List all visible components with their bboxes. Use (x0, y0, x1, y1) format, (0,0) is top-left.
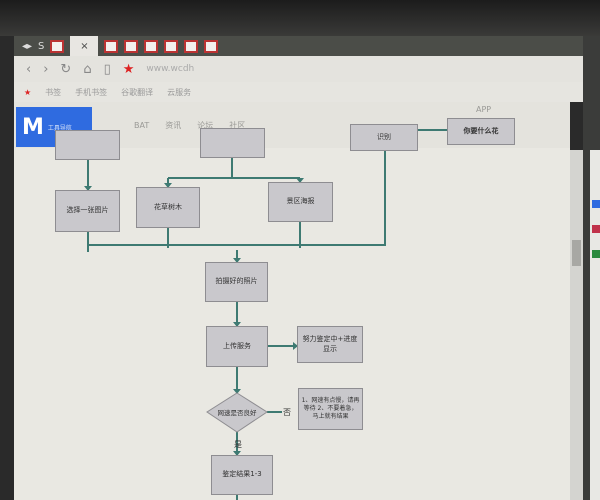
url-field[interactable]: www.wcdh (146, 64, 195, 74)
flow-box-taken-photo: 拍摄好的照片 (205, 262, 268, 302)
yes-label: 是 (234, 440, 242, 449)
bookmarks-bar: ★ 书签 手机书签 谷歌翻译 云服务 (14, 82, 584, 102)
flow-box-top-left (55, 130, 120, 160)
bookmark-item[interactable]: 书签 (45, 87, 62, 97)
side-icon (592, 250, 600, 258)
flow-box-identify: 识别 (350, 124, 418, 151)
favorite-star-icon[interactable]: ★ (122, 61, 135, 77)
refresh-tab-icon[interactable]: S (38, 40, 45, 52)
side-icon (592, 225, 600, 233)
flow-box-slow-note: 1、网速有点慢，请再等待 2、不要着急，马上就有结果 (298, 388, 363, 430)
nav-item-app[interactable]: APP (476, 105, 492, 114)
bookmark-item[interactable]: 手机书签 (75, 87, 108, 97)
reload-icon[interactable]: ↻ (60, 61, 72, 77)
vertical-scrollbar[interactable] (570, 150, 583, 500)
active-tab[interactable]: × (70, 36, 99, 56)
browser-tab[interactable] (184, 39, 199, 53)
flow-box-flowers: 花草树木 (136, 187, 200, 228)
browser-tab[interactable] (144, 39, 159, 53)
no-label: 否 (283, 408, 291, 417)
browser-tab[interactable] (124, 39, 139, 53)
flow-box-result: 鉴定结果1-3 (211, 455, 273, 495)
flow-box-progress: 努力鉴定中+进度显示 (297, 326, 363, 363)
reader-icon[interactable]: ▯ (103, 61, 111, 77)
flow-box-choose-photo: 选择一张图片 (55, 190, 120, 232)
browser-tab[interactable] (50, 39, 65, 53)
home-icon[interactable]: ⌂ (83, 61, 92, 77)
flow-box-scenery: 景区海报 (268, 182, 333, 222)
bookmark-item[interactable]: 云服务 (167, 87, 192, 97)
flow-box-upload: 上传服务 (206, 326, 268, 367)
flow-box-what-flower: 你要什么花 (447, 118, 515, 145)
bookmark-item[interactable]: 谷歌翻译 (121, 87, 154, 97)
back-forward-icon[interactable]: ◂▸ (22, 40, 33, 52)
nav-item[interactable]: 资讯 (165, 120, 182, 130)
nav-item[interactable]: 社区 (229, 120, 246, 130)
browser-tab[interactable] (204, 39, 219, 53)
monitor-bezel (0, 0, 600, 36)
browser-tab[interactable] (164, 39, 179, 53)
bookmark-star-icon: ★ (24, 87, 32, 97)
browser-tab[interactable] (104, 39, 119, 53)
nav-item[interactable]: 论坛 (197, 120, 214, 130)
address-bar: ‹ › ↻ ⌂ ▯ ★ www.wcdh (14, 56, 584, 82)
adjacent-window (590, 150, 600, 500)
side-icon (592, 200, 600, 208)
close-icon[interactable]: × (80, 40, 89, 52)
back-icon[interactable]: ‹ (26, 61, 32, 77)
forward-icon[interactable]: › (43, 61, 49, 77)
flow-box-top-middle (200, 128, 265, 158)
decision-label: 网速是否良好 (217, 409, 257, 417)
scrollbar-thumb[interactable] (572, 240, 581, 266)
decision-diamond (206, 392, 268, 433)
nav-item[interactable]: BAT (134, 120, 150, 130)
tab-bar: ◂▸ S × (14, 36, 584, 56)
